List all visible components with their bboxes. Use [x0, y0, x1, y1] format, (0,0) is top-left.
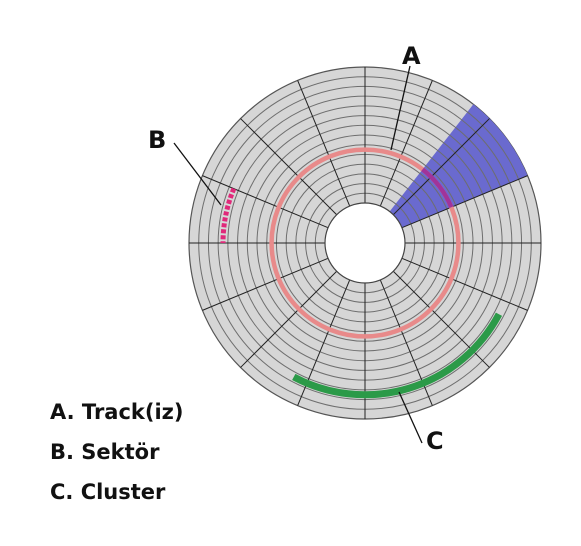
- cluster-segment: [292, 312, 503, 399]
- sector-mark-arc: [220, 187, 237, 244]
- highlighted-track-ring: [269, 147, 461, 339]
- sector-divider: [379, 80, 433, 207]
- sector-mark-segment: [220, 187, 237, 244]
- sector-divider: [401, 257, 528, 311]
- track-sector-overlap-segment: [421, 167, 454, 209]
- sector-divider: [202, 175, 329, 229]
- track-sector-overlap-arc: [421, 167, 454, 209]
- cluster-arc: [292, 312, 503, 399]
- sector-divider: [240, 118, 338, 216]
- legend-item-cluster: C. Cluster: [50, 480, 166, 504]
- leader-line-sector: [173, 142, 222, 206]
- sector-divider: [240, 270, 338, 368]
- sector-divider: [401, 175, 528, 229]
- leader-line-cluster: [398, 391, 423, 444]
- highlighted-track: [269, 147, 461, 339]
- callout-label-sector: B: [148, 126, 166, 154]
- sector-divider-lines: [189, 67, 541, 419]
- sector-divider: [392, 118, 490, 216]
- spindle-hole: [324, 202, 406, 284]
- spindle-hole-circle: [324, 202, 406, 284]
- legend: A. Track(iz) B. Sektör C. Cluster: [50, 392, 184, 512]
- sector-divider: [297, 80, 351, 207]
- sector-divider: [202, 257, 329, 311]
- highlighted-sector-wedge: [389, 104, 528, 228]
- callout-label-cluster: C: [426, 427, 444, 455]
- callout-label-track: A: [402, 42, 421, 70]
- legend-item-track: A. Track(iz): [50, 400, 184, 424]
- legend-item-sector: B. Sektör: [50, 440, 160, 464]
- callout-leader-lines: [173, 65, 423, 444]
- highlighted-sector-fill: [389, 104, 528, 228]
- leader-line-track: [390, 65, 411, 151]
